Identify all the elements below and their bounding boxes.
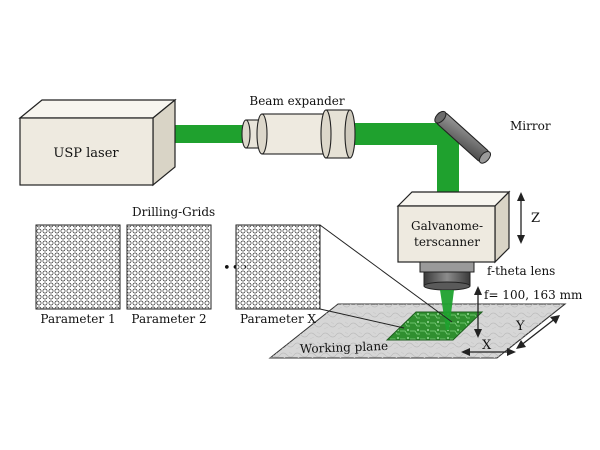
y-axis-arrow xyxy=(516,315,560,349)
z-axis-label: Z xyxy=(531,211,540,226)
drilling-grid-x xyxy=(235,224,321,310)
grid-1-label: Parameter 1 xyxy=(40,312,115,326)
laser-beam-segment-2 xyxy=(350,123,450,145)
mirror xyxy=(434,110,492,164)
x-axis-arrow xyxy=(461,348,516,356)
beam-expander xyxy=(241,109,356,159)
mirror-label: Mirror xyxy=(510,119,551,133)
focal-length-label: f= 100, 163 mm xyxy=(484,288,583,302)
usp-laser-box xyxy=(18,98,177,187)
pcb-sample xyxy=(385,311,484,341)
focal-length-bracket xyxy=(474,286,482,338)
galvanometer-label-line1: Galvanome- xyxy=(411,219,483,233)
y-axis-label: Y xyxy=(515,319,525,334)
galvanometer-scanner-box xyxy=(396,190,511,264)
laser-beam-vertical xyxy=(437,134,459,196)
f-theta-lens-label: f-theta lens xyxy=(487,264,555,278)
grid-x-label: Parameter X xyxy=(240,312,317,326)
beam-expander-label: Beam expander xyxy=(249,94,344,108)
usp-laser-label: USP laser xyxy=(53,146,119,161)
laser-beam-segment-1 xyxy=(152,125,250,143)
grid-projection-lines xyxy=(319,224,453,329)
x-axis-label: X xyxy=(482,338,492,353)
z-axis-arrow xyxy=(517,192,525,244)
galvanometer-label-line2: terscanner xyxy=(414,235,480,249)
drilling-grid-2 xyxy=(126,224,212,310)
grid-2-label: Parameter 2 xyxy=(131,312,206,326)
working-plane-label: Working plane xyxy=(300,339,389,356)
f-theta-lens xyxy=(419,261,475,291)
focused-beam-cone xyxy=(440,290,454,330)
drilling-grid-1 xyxy=(35,224,121,310)
drilling-grids-title: Drilling-Grids xyxy=(132,205,215,219)
